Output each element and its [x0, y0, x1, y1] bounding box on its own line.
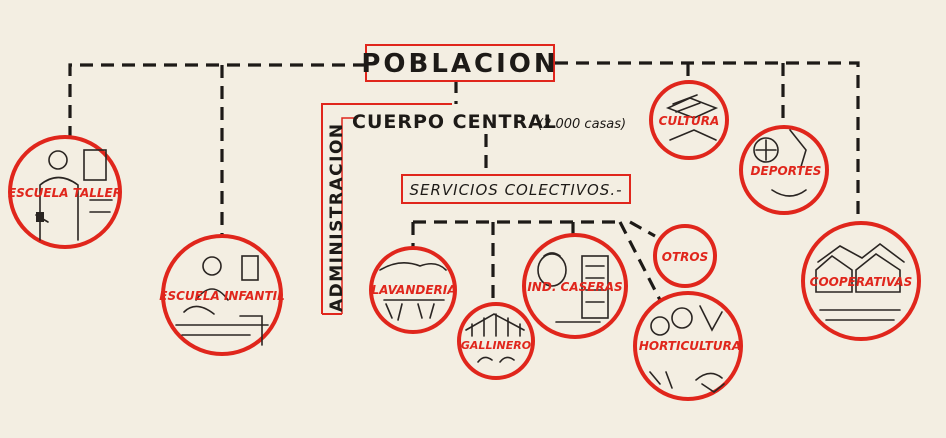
laundry-sketch-icon	[379, 262, 447, 321]
cultura-label: CULTURA	[659, 114, 720, 128]
sports-sketch-icon	[753, 129, 807, 197]
node-lavanderia: LAVANDERIA	[369, 246, 457, 334]
administracion-bracket: ADMINISTRACION	[321, 103, 452, 315]
cuerpo-central-note: (2.000 casas)	[538, 117, 626, 132]
node-escuela-taller: ESCUELA TALLER	[8, 135, 122, 249]
servicios-colectivos-title: SERVICIOS COLECTIVOS.-	[409, 181, 622, 199]
escuela-infantil-label: ESCUELA INFANTIL	[159, 289, 284, 303]
servicios-colectivos-box: SERVICIOS COLECTIVOS.-	[401, 174, 631, 204]
deportes-label: DEPORTES	[751, 164, 822, 178]
node-horticultura: HORTICULTURA	[633, 291, 743, 401]
buildings-sketch-icon	[815, 242, 905, 321]
poblacion-title: POBLACION	[361, 49, 558, 79]
connector-cooperativas	[555, 61, 860, 222]
node-gallinero: GALLINERO	[457, 302, 535, 380]
worker-sketch-icon	[35, 149, 113, 241]
escuela-taller-label: ESCUELA TALLER	[8, 186, 122, 200]
cooperativas-label: COOPERATIVAS	[810, 275, 913, 289]
node-escuela-infantil: ESCUELA INFANTIL	[159, 234, 285, 356]
cuerpo-central: CUERPO CENTRAL (2.000 casas)	[352, 111, 626, 133]
cuerpo-central-title: CUERPO CENTRAL	[352, 111, 557, 133]
lavanderia-label: LAVANDERIA	[371, 283, 456, 297]
book-sketch-icon	[665, 94, 719, 141]
node-cooperativas: COOPERATIVAS	[801, 221, 921, 341]
gallinero-label: GALLINERO	[461, 339, 531, 352]
henhouse-sketch-icon	[465, 313, 525, 363]
pottery-weaving-sketch-icon	[537, 252, 609, 323]
node-otros: OTROS	[653, 224, 717, 288]
vegetables-sketch-icon	[649, 305, 725, 393]
horticultura-label: HORTICULTURA	[639, 339, 741, 353]
connector-escuela-taller	[68, 63, 366, 136]
otros-label: OTROS	[662, 250, 708, 264]
administracion-label: ADMINISTRACION	[327, 122, 347, 312]
connector-horticultura	[618, 221, 662, 301]
connector-lines	[68, 61, 860, 305]
node-cultura: CULTURA	[649, 80, 729, 160]
classroom-sketch-icon	[175, 255, 269, 346]
node-ind-caseras: IND. CASERAS	[522, 233, 628, 339]
ind-caseras-label: IND. CASERAS	[527, 280, 622, 294]
poblacion-box: POBLACION	[361, 44, 558, 82]
node-deportes: DEPORTES	[739, 125, 829, 215]
connector-otros	[629, 220, 656, 238]
